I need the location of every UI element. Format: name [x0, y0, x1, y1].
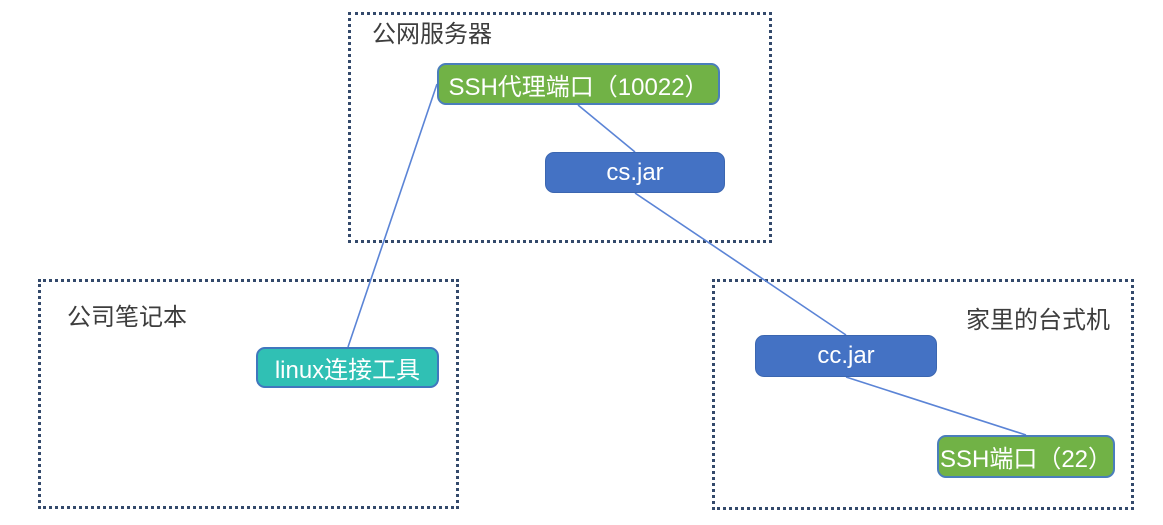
node-ssh-proxy-port: SSH代理端口（10022） [437, 63, 720, 105]
node-linux-connect-tool: linux连接工具 [256, 347, 439, 388]
node-ssh-port: SSH端口（22） [937, 435, 1115, 478]
group-label-home-desktop: 家里的台式机 [966, 307, 1110, 334]
group-label-public-server: 公网服务器 [372, 21, 492, 48]
group-label-company-laptop: 公司笔记本 [67, 304, 187, 331]
group-company-laptop [38, 279, 459, 509]
node-cc-jar: cc.jar [755, 335, 937, 377]
node-cs-jar: cs.jar [545, 152, 725, 193]
group-home-desktop [712, 279, 1134, 510]
